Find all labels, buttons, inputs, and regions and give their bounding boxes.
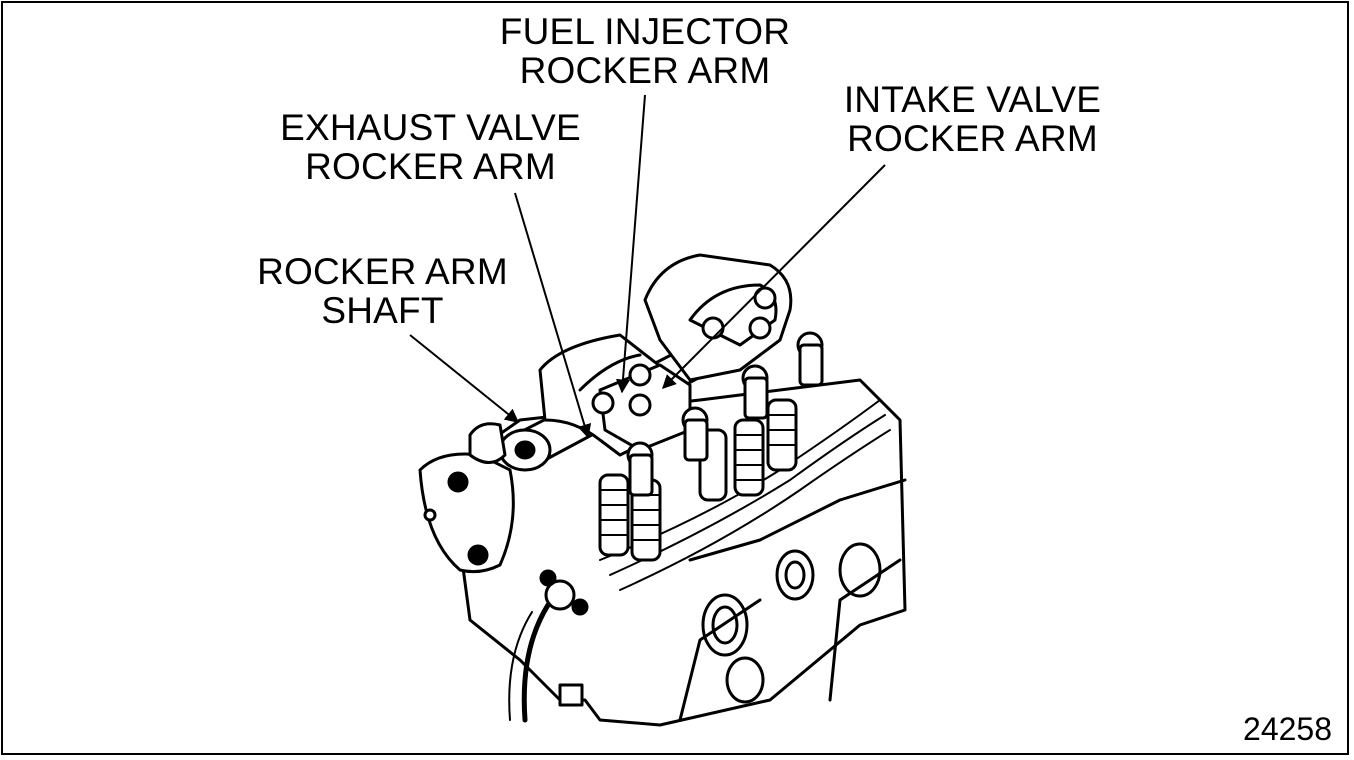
label-line: FUEL INJECTOR (499, 11, 791, 52)
figure-number: 24258 (1243, 711, 1332, 747)
label-line: ROCKER ARM (305, 146, 556, 187)
port-4 (725, 656, 765, 704)
leader-rocker-shaft (409, 334, 520, 423)
rear-cover-plate (418, 452, 515, 574)
label-line: INTAKE VALVE (843, 79, 1102, 120)
label-line: ROCKER ARM (519, 50, 771, 91)
label-rocker-arm-shaft: ROCKER ARM SHAFT (240, 252, 525, 330)
label-line: ROCKER ARM (257, 251, 508, 292)
sensor (544, 579, 576, 611)
label-intake-valve-rocker-arm: INTAKE VALVE ROCKER ARM (825, 80, 1120, 158)
sensor-cable (521, 602, 551, 723)
label-line: SHAFT (321, 290, 444, 331)
adjusting-nuts (591, 286, 824, 497)
label-exhaust-valve-rocker-arm: EXHAUST VALVE ROCKER ARM (258, 108, 603, 186)
label-line: EXHAUST VALVE (280, 107, 581, 148)
valve-springs (598, 398, 798, 562)
label-line: ROCKER ARM (847, 118, 1098, 159)
port-3 (838, 542, 882, 598)
label-fuel-injector-rocker-arm: FUEL INJECTOR ROCKER ARM (480, 12, 810, 90)
leader-intake-valve (662, 164, 886, 389)
leader-exhaust-valve (514, 192, 592, 439)
leader-fuel-injector (615, 94, 646, 394)
